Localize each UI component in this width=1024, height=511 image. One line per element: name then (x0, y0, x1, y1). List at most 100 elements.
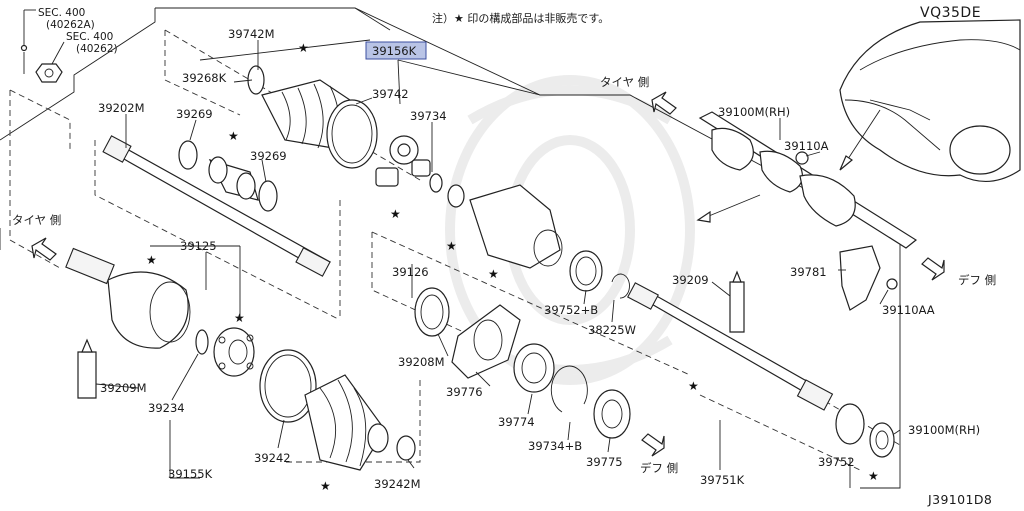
part-39209M[interactable]: 39209M (100, 381, 147, 395)
snap-ring-39734B[interactable] (550, 365, 588, 413)
parts-lower (65, 247, 416, 471)
diff-side-bottom-label: デフ 側 (640, 461, 678, 475)
arrow-tire-side-left (31, 237, 57, 261)
band-39242[interactable] (259, 349, 317, 423)
part-39742[interactable]: 39742 (372, 87, 409, 101)
circlip-38225W[interactable] (611, 273, 630, 299)
sec-reference: SEC. 400 (40262A) SEC. 400 (40262) (20, 7, 118, 83)
part-38225W[interactable]: 38225W (588, 323, 636, 337)
part-39100M-RH-top[interactable]: 39100M(RH) (718, 105, 790, 119)
part-39156K[interactable]: 39156K (372, 44, 417, 58)
assembly-frame (0, 7, 901, 489)
part-39781[interactable]: 39781 (790, 265, 827, 279)
background-watermark (445, 75, 695, 385)
star-icon: ★ (320, 479, 331, 493)
part-39734[interactable]: 39734 (410, 109, 447, 123)
ring-39100M[interactable] (869, 422, 895, 458)
snap-ring-39734[interactable] (429, 173, 443, 193)
sec-b-code[interactable]: (40262) (76, 43, 118, 55)
snap-ring-39234[interactable] (195, 329, 209, 355)
bolt-39110AA[interactable] (886, 278, 898, 290)
star-icon: ★ (146, 253, 157, 267)
part-39775[interactable]: 39775 (586, 455, 623, 469)
part-39242M[interactable]: 39242M (374, 477, 421, 491)
sec-b-title[interactable]: SEC. 400 (66, 31, 113, 43)
clamp-39242M[interactable] (396, 435, 416, 461)
part-39110A[interactable]: 39110A (784, 139, 829, 153)
nut-icon (35, 63, 63, 83)
bolt-39110A[interactable] (795, 151, 809, 165)
part-39742M[interactable]: 39742M (228, 27, 275, 41)
seal-39752[interactable] (835, 403, 865, 445)
tripod-joint[interactable] (375, 135, 431, 187)
part-39269-a[interactable]: 39269 (176, 107, 213, 121)
star-icon: ★ (228, 129, 239, 143)
star-icon: ★ (868, 469, 879, 483)
star-icon: ★ (446, 239, 457, 253)
outer-shaft-stub[interactable] (65, 247, 115, 285)
highlighted-part-box[interactable] (365, 41, 427, 60)
direction-arrows (31, 91, 945, 457)
right-axle-assembly (696, 111, 918, 311)
diff-side-right-label: デフ 側 (958, 273, 996, 287)
part-39242[interactable]: 39242 (254, 451, 291, 465)
part-39126[interactable]: 39126 (392, 265, 429, 279)
pin-icon (20, 44, 28, 52)
knuckle-39781[interactable] (839, 245, 881, 311)
seal-39208M[interactable] (414, 287, 450, 337)
part-39751K[interactable]: 39751K (700, 473, 745, 487)
part-39776[interactable]: 39776 (446, 385, 483, 399)
parts-upper (102, 65, 745, 333)
part-39100M-RH-right[interactable]: 39100M(RH) (908, 423, 980, 437)
non-sale-markers: ★ ★ ★ ★ ★ ★ ★ ★ ★ ★ (146, 41, 879, 493)
part-labels: 39742M 39268K 39742 39202M 39269 39269 3… (98, 27, 980, 491)
bracket-39776[interactable] (451, 304, 521, 379)
part-39125[interactable]: 39125 (180, 239, 217, 253)
diagram-code: J39101D8 (927, 492, 992, 507)
sec-a-code[interactable]: (40262A) (46, 19, 95, 31)
tire-side-left-label: タイヤ 側 (12, 213, 61, 227)
bearing-39774[interactable] (513, 343, 555, 393)
star-icon: ★ (390, 207, 401, 221)
part-39752[interactable]: 39752 (818, 455, 855, 469)
star-icon: ★ (488, 267, 499, 281)
washer-39775[interactable] (593, 389, 631, 439)
part-39752B[interactable]: 39752+B (544, 303, 598, 317)
joint-housing[interactable] (469, 184, 561, 269)
part-39269-b[interactable]: 39269 (250, 149, 287, 163)
leader-lines (95, 40, 901, 488)
parts-center (414, 287, 631, 439)
part-39155K[interactable]: 39155K (168, 467, 213, 481)
part-39208M[interactable]: 39208M (398, 355, 445, 369)
star-icon: ★ (298, 41, 309, 55)
part-39234[interactable]: 39234 (148, 401, 185, 415)
outer-joint-39125[interactable] (107, 271, 189, 349)
arrow-tire-side-upper (651, 91, 677, 115)
boot-outer[interactable] (304, 374, 386, 471)
grease-tube-39209M[interactable] (77, 351, 97, 399)
header-note: 注）★ 印の構成部品は非販売です。 (432, 11, 609, 25)
star-icon: ★ (688, 379, 699, 393)
arrow-diff-side-right (921, 257, 945, 281)
tire-side-upper-label: タイヤ 側 (600, 75, 649, 89)
ball-cage[interactable] (213, 327, 255, 377)
clamp-39269b[interactable] (258, 180, 278, 212)
engine-code: VQ35DE (920, 5, 981, 21)
part-39209[interactable]: 39209 (672, 273, 709, 287)
part-39734B[interactable]: 39734+B (528, 439, 582, 453)
band-39742[interactable] (326, 99, 378, 169)
part-39202M[interactable]: 39202M (98, 101, 145, 115)
clamp-39269a[interactable] (178, 140, 198, 170)
part-39774[interactable]: 39774 (498, 415, 535, 429)
vehicle-illustration (839, 19, 1021, 183)
ring-small[interactable] (447, 184, 465, 208)
sec-a-title[interactable]: SEC. 400 (38, 7, 85, 19)
parts-long-shaft (627, 282, 895, 458)
part-39268K[interactable]: 39268K (182, 71, 227, 85)
grease-tube-39209[interactable] (729, 281, 745, 333)
part-39110AA[interactable]: 39110AA (882, 303, 935, 317)
arrow-diff-side-bottom (641, 433, 665, 457)
star-icon: ★ (234, 311, 245, 325)
